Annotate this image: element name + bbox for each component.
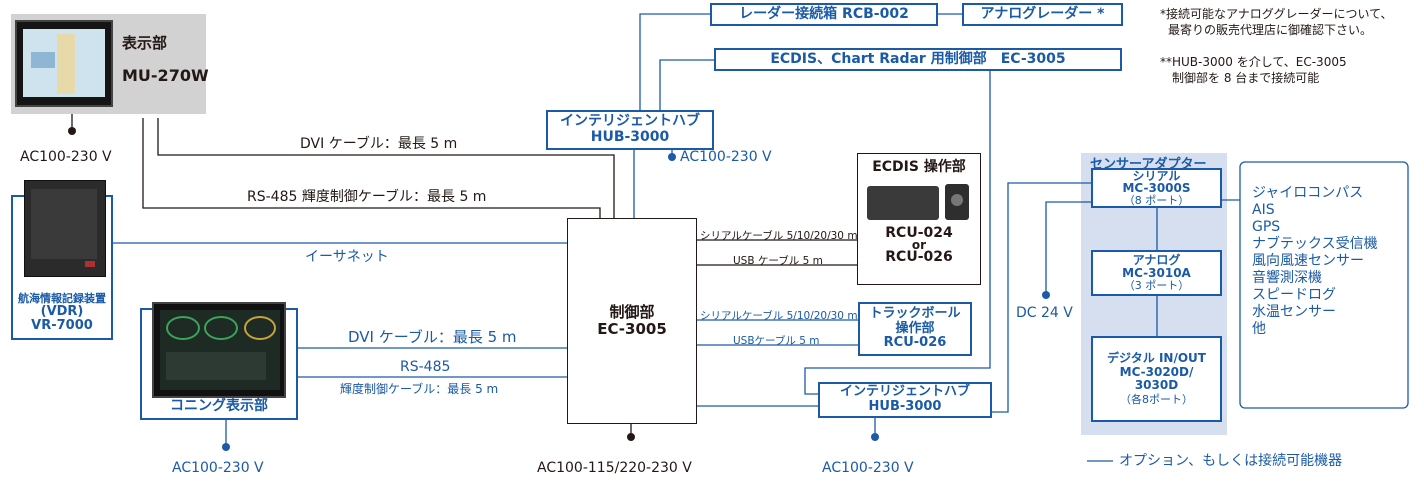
analog-radar-box: アナログレーダー * <box>962 3 1123 26</box>
serial-adapter-l2: MC-3000S <box>1122 181 1191 196</box>
conning-power: AC100-230 V <box>172 460 264 476</box>
note-2-line-1: **HUB-3000 を介して、EC-3005 <box>1160 55 1347 69</box>
analog-adapter-l2: MC-3010A <box>1122 265 1191 280</box>
display-unit-title: 表示部 <box>122 34 168 52</box>
power-dot <box>668 153 676 161</box>
ethernet-label: イーサネット <box>305 249 389 265</box>
rs485-bottom-label: RS-485 <box>400 359 451 375</box>
digital-adapter-l4: （各8ポート） <box>1120 393 1193 407</box>
sensor-item: AIS <box>1252 202 1275 218</box>
vdr-model: VR-7000 <box>31 318 93 334</box>
dc24-label: DC 24 V <box>1016 305 1073 321</box>
serial-adapter-box: シリアル MC-3000S （8 ポート） <box>1091 168 1222 208</box>
conning-name: コニング表示部 <box>170 398 268 415</box>
sensor-item: スピードログ <box>1252 287 1336 303</box>
usb-2-label: USBケーブル 5 m <box>733 335 820 347</box>
sensor-item: 風向風速センサー <box>1252 253 1364 269</box>
control-unit-box: 制御部 EC-3005 <box>567 218 697 424</box>
trackball-line-2: 操作部 <box>895 320 935 336</box>
sensor-list: ジャイロコンパス AIS GPS ナブテックス受信機 風向風速センサー 音響測深… <box>1252 186 1378 339</box>
hub-top-name: インテリジェントハブ <box>560 113 700 130</box>
ecdis-ctrl-label: ECDIS、Chart Radar 用制御部 EC-3005 <box>770 50 1066 67</box>
ecdis-ctrl-box: ECDIS、Chart Radar 用制御部 EC-3005 <box>714 48 1122 71</box>
sensor-item: GPS <box>1252 219 1281 235</box>
trackball-model: RCU-026 <box>883 335 947 351</box>
sensor-item: 他 <box>1252 321 1266 337</box>
power-dot <box>871 433 879 441</box>
note-1-line-1: *接続可能なアナロググレーダーについて、 <box>1160 7 1393 21</box>
vdr-name: 航海情報記録装置 <box>18 291 106 305</box>
rcb-box: レーダー接続箱 RCB-002 <box>710 3 938 26</box>
hub-bottom-box: インテリジェントハブ HUB-3000 <box>818 382 992 418</box>
hub-bottom-model: HUB-3000 <box>868 399 942 414</box>
serial-2-label: シリアルケーブル 5/10/20/30 m <box>700 310 858 322</box>
digital-adapter-l3: 3030D <box>1134 378 1179 393</box>
power-dot <box>627 433 635 441</box>
serial-adapter-l1: シリアル <box>1132 168 1181 183</box>
ecdis-op-box: ECDIS 操作部 RCU-024 or RCU-026 <box>857 153 981 285</box>
control-unit-name: 制御部 <box>609 303 655 322</box>
power-dot <box>68 127 76 135</box>
vdr-image <box>24 180 106 277</box>
trackball-box: トラックボール 操作部 RCU-026 <box>858 302 972 356</box>
note-2-line-2: 制御部を 8 台まで接続可能 <box>1172 71 1320 85</box>
analog-adapter-l3: （3 ポート） <box>1123 279 1190 293</box>
serial-adapter-l3: （8 ポート） <box>1123 193 1190 207</box>
hub-top-power: AC100-230 V <box>680 149 772 165</box>
ecdis-op-model-2: RCU-026 <box>885 249 953 266</box>
sensor-item: 水温センサー <box>1252 304 1336 320</box>
note-1-line-2: 最寄りの販売代理店に御確認下さい。 <box>1168 23 1373 37</box>
hub-bottom-power: AC100-230 V <box>822 460 914 476</box>
analog-radar-label: アナログレーダー * <box>980 5 1105 22</box>
hub-top-model: HUB-3000 <box>590 129 670 145</box>
rs485-cable-top-label: RS-485 輝度制御ケーブル：最長 5 m <box>247 189 487 205</box>
power-dot <box>1042 291 1050 299</box>
ecdis-op-model-1: RCU-024 <box>885 224 953 241</box>
sensor-item: ナブテックス受信機 <box>1252 236 1378 252</box>
serial-1-label: シリアルケーブル 5/10/20/30 m <box>700 230 858 242</box>
display-unit-model: MU-270W <box>122 66 209 85</box>
control-unit-power: AC100-115/220-230 V <box>537 460 692 476</box>
sensor-item: ジャイロコンパス <box>1252 185 1364 201</box>
power-dot <box>222 443 230 451</box>
ecdis-op-or: or <box>911 237 927 252</box>
dvi-cable-bottom-label: DVI ケーブル：最長 5 m <box>348 328 517 346</box>
brightness-bottom-label: 輝度制御ケーブル：最長 5 m <box>340 382 499 396</box>
hub-top-box: インテリジェントハブ HUB-3000 <box>546 110 714 150</box>
digital-adapter-l1: デジタル IN/OUT <box>1107 350 1206 365</box>
vdr-abbr: (VDR) <box>40 303 84 319</box>
digital-adapter-box: デジタル IN/OUT MC-3020D/ 3030D （各8ポート） <box>1091 336 1222 422</box>
analog-adapter-box: アナログ MC-3010A （3 ポート） <box>1091 250 1222 296</box>
ecdis-op-title: ECDIS 操作部 <box>872 159 966 175</box>
rcb-label: レーダー接続箱 RCB-002 <box>739 5 909 22</box>
sensor-item: 音響測深機 <box>1252 270 1322 286</box>
analog-adapter-l1: アナログ <box>1132 252 1181 267</box>
hub-bottom-name: インテリジェントハブ <box>839 384 970 400</box>
dvi-cable-top-label: DVI ケーブル：最長 5 m <box>300 136 458 152</box>
digital-adapter-l2: MC-3020D/ <box>1119 364 1194 379</box>
ecdis-op-image <box>865 182 973 222</box>
conning-image <box>152 302 286 398</box>
display-unit-image <box>15 20 113 107</box>
control-unit-model: EC-3005 <box>597 320 667 338</box>
trackball-line-1: トラックボール <box>869 306 961 322</box>
legend-label: オプション、もしくは接続可能機器 <box>1119 453 1343 469</box>
display-unit-power: AC100-230 V <box>20 149 112 165</box>
usb-1-label: USB ケーブル 5 m <box>733 255 823 267</box>
